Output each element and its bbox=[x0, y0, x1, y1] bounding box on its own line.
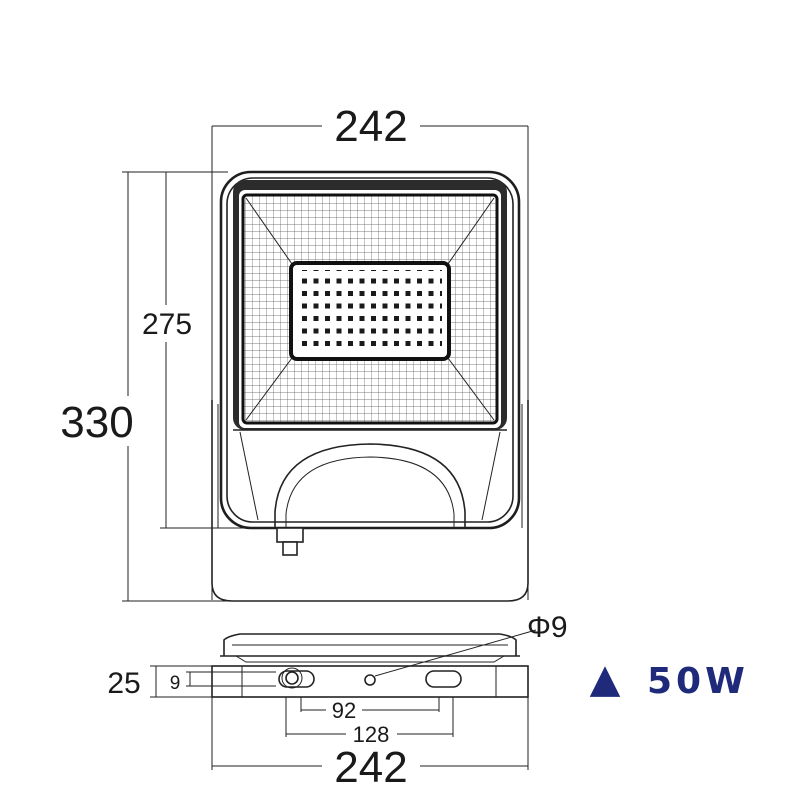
reflector-corner-bl bbox=[245, 357, 293, 421]
side-bracket-plate bbox=[211, 665, 529, 698]
cable-gland bbox=[276, 527, 304, 543]
reflector-corner-br bbox=[447, 357, 495, 421]
front-total-height-label: 330 bbox=[60, 398, 133, 447]
power-rating-label: 50W bbox=[647, 661, 749, 702]
led-array bbox=[298, 270, 442, 352]
spacing-outer-label: 128 bbox=[353, 722, 390, 747]
hole-leader-line bbox=[374, 629, 537, 677]
side-view: Φ9 25 9 92 128 242 bbox=[107, 611, 567, 792]
housing-lower-left-facet bbox=[239, 431, 259, 521]
side-width-label: 242 bbox=[334, 743, 407, 792]
mount-slot-right bbox=[425, 670, 462, 688]
front-width-label: 242 bbox=[334, 102, 407, 151]
housing-lower-right-facet bbox=[481, 431, 501, 521]
bracket-arch-outer bbox=[274, 443, 466, 528]
housing-outer bbox=[219, 170, 521, 530]
triangle-icon: ▲ bbox=[590, 656, 621, 702]
reflector-corner-tr bbox=[447, 197, 495, 265]
cable-gland-nut bbox=[282, 541, 298, 556]
side-housing-step bbox=[235, 655, 505, 663]
spacing-inner-label: 92 bbox=[332, 698, 356, 723]
mount-bolt-washer bbox=[281, 667, 303, 689]
front-view: 242 330 275 bbox=[60, 102, 529, 602]
reflector-corner-tl bbox=[245, 197, 293, 265]
housing-outer-inner-edge bbox=[226, 177, 514, 523]
offset-label: 9 bbox=[170, 673, 181, 694]
side-housing-top bbox=[223, 633, 517, 656]
bracket-arch-inner bbox=[285, 456, 455, 528]
center-hole bbox=[364, 674, 376, 686]
power-badge: ▲ 50W bbox=[590, 656, 749, 702]
depth-label: 25 bbox=[107, 667, 140, 700]
hole-diameter-label: Φ9 bbox=[527, 611, 568, 644]
front-body-height-label: 275 bbox=[142, 308, 192, 341]
mount-bolt-left bbox=[285, 671, 299, 685]
mounting-bracket bbox=[211, 400, 529, 602]
